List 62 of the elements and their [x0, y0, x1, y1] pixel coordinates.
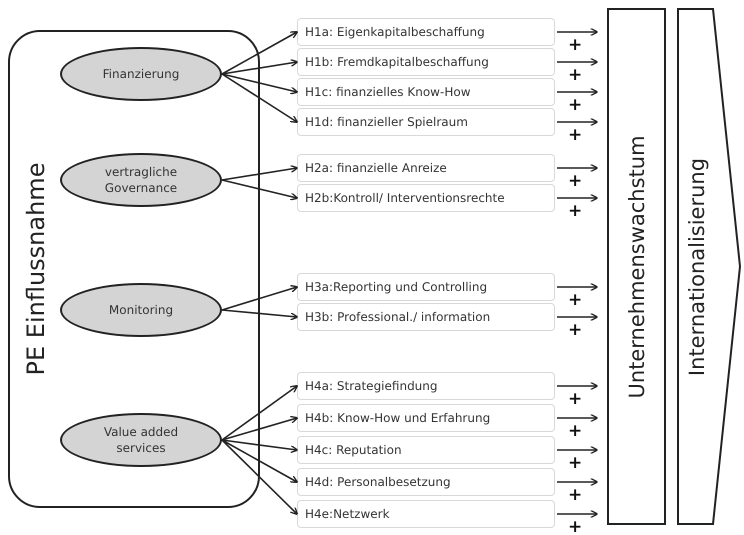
arrow [557, 88, 598, 96]
hypothesis-box [297, 78, 555, 106]
arrow [557, 118, 598, 126]
arrow [222, 416, 298, 441]
hypothesis-label: H4a: Strategiefindung [305, 378, 438, 394]
arrow [557, 414, 598, 422]
hypothesis-box [297, 273, 555, 301]
hypothesis-label: H1d: finanzieller Spielraum [305, 114, 468, 130]
hypothesis-box [297, 154, 555, 182]
arrow [557, 282, 598, 292]
hypothesis-box [297, 303, 555, 331]
hypothesis-box [297, 18, 555, 46]
category-label: Finanzierung [102, 66, 180, 82]
hypothesis-box [297, 372, 555, 400]
hypothesis-label: H4b: Know-How und Erfahrung [305, 410, 490, 426]
hypothesis-box [297, 108, 555, 136]
arrow [222, 73, 298, 95]
hypothesis-label: H3b: Professional./ information [305, 310, 490, 324]
arrow [557, 510, 598, 518]
hypothesis-box [297, 184, 555, 212]
edge-label: + [567, 519, 584, 535]
arrow [221, 439, 298, 516]
hypothesis-box [297, 468, 555, 496]
hypothesis-label: H4e:Netzwerk [305, 506, 390, 522]
arrow [557, 28, 598, 36]
group-frame [8, 30, 260, 508]
arrow [557, 382, 598, 390]
outcome-bar [607, 8, 666, 525]
hypothesis-label: H4d: Personalbesetzung [305, 474, 451, 490]
arrow [222, 439, 298, 484]
arrow [222, 30, 298, 75]
hypothesis-label: H1c: finanzielles Know-How [305, 84, 471, 100]
group-title: PE Einflussnahme [22, 162, 50, 376]
hypothesis-label: H2b:Kontroll/ Interventionsrechte [305, 190, 505, 206]
hypothesis-box [297, 404, 555, 432]
arrow [557, 164, 598, 172]
hypothesis-label: H1b: Fremdkapitalbeschaffung [305, 54, 489, 70]
arrow [222, 439, 298, 454]
hypothesis-box [297, 500, 555, 528]
arrow [222, 164, 298, 181]
hypothesis-label: H3a:Reporting und Controlling [305, 280, 488, 294]
arrow [557, 478, 598, 486]
outcome-label: Internationalisierung [685, 157, 709, 376]
arrow [222, 73, 298, 124]
category-label: Monitoring [108, 302, 174, 318]
arrow [222, 384, 298, 441]
arrow [222, 179, 298, 201]
hypothesis-label: H2a: finanzielle Anreize [305, 160, 447, 176]
arrow [557, 446, 598, 454]
hypothesis-box [297, 436, 555, 464]
outcome-label: Unternehmenswachstum [624, 134, 648, 398]
arrow [557, 194, 598, 202]
category-label: Value added services [102, 424, 180, 456]
category-label: vertragliche Governance [104, 164, 178, 196]
hypothesis-box [297, 48, 555, 76]
arrow [222, 58, 298, 75]
hypothesis-label: H1a: Eigenkapitalbeschaffung [305, 24, 485, 40]
arrow [222, 309, 298, 321]
arrow [222, 284, 298, 311]
hypothesis-label: H4c: Reputation [305, 442, 402, 458]
arrow [557, 312, 598, 322]
arrow [557, 58, 598, 66]
